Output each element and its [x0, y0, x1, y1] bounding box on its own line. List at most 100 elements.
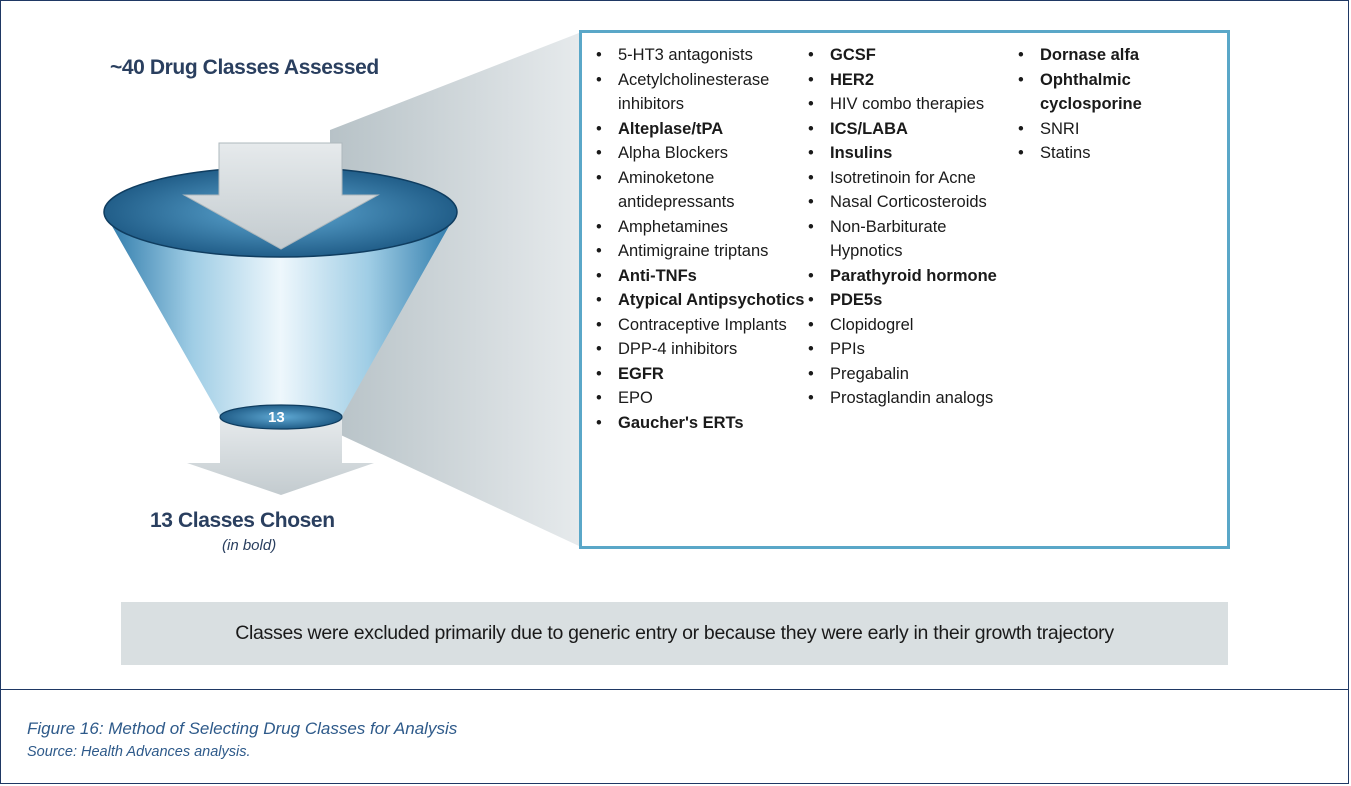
drug-class-label: Non-Barbiturate Hypnotics — [830, 217, 947, 261]
drug-class-item: • Parathyroid hormone — [802, 264, 1017, 289]
bullet-icon: • — [808, 144, 814, 162]
bullet-icon: • — [808, 70, 814, 89]
drug-class-item: • Alpha Blockers — [590, 141, 812, 166]
drug-class-label: Dornase alfa — [1040, 46, 1140, 64]
bullet-icon: • — [596, 364, 602, 383]
bullet-icon: • — [596, 413, 602, 432]
drug-class-item: • PDE5s — [802, 288, 1017, 313]
funnel-cone — [104, 212, 457, 429]
exclusion-note: Classes were excluded primarily due to g… — [121, 602, 1228, 665]
bullet-icon: • — [596, 144, 602, 162]
drug-class-label: Anti-TNFs — [618, 266, 697, 285]
drug-class-item: • Gaucher's ERTs — [590, 411, 812, 436]
bullet-icon: • — [808, 193, 814, 211]
drug-class-label: Prostaglandin analogs — [830, 389, 994, 407]
output-arrow — [187, 418, 374, 495]
chosen-heading: 13 Classes Chosen — [150, 509, 335, 532]
bullet-icon: • — [1018, 144, 1024, 162]
drug-class-item: • Antimigraine triptans — [590, 239, 812, 264]
bullet-icon: • — [596, 291, 602, 309]
drug-class-item: • Anti-TNFs — [590, 264, 812, 289]
drug-class-item: • HIV combo therapies — [802, 92, 1017, 117]
drug-class-item: •Atypical Antipsychotics — [590, 288, 812, 313]
drug-class-item: •Nasal Corticosteroids — [802, 190, 1017, 215]
drug-class-label: HIV combo therapies — [830, 95, 985, 113]
bullet-icon: • — [808, 364, 814, 383]
bullet-icon: • — [596, 242, 602, 260]
drug-class-item: • Isotretinoin for Acne — [802, 166, 1017, 191]
drug-class-list: •5-HT3 antagonists•Acetylcholinesterase … — [579, 30, 1230, 549]
drug-class-label: EPO — [618, 389, 653, 407]
bullet-icon: • — [808, 266, 814, 285]
bullet-icon: • — [808, 315, 814, 334]
drug-class-label: Pregabalin — [830, 364, 909, 383]
bullet-icon: • — [1018, 119, 1024, 138]
drug-class-item: • PPIs — [802, 337, 1017, 362]
drug-class-label: GCSF — [830, 46, 876, 64]
drug-class-item: • Aminoketone antidepressants — [590, 166, 812, 215]
drug-class-label: Aminoketone antidepressants — [618, 168, 735, 212]
drug-class-label: Alteplase/tPA — [618, 119, 724, 138]
drug-class-item: • SNRI — [1012, 117, 1227, 142]
bullet-icon: • — [596, 266, 602, 285]
drug-class-label: SNRI — [1040, 119, 1080, 138]
projection-fan — [330, 33, 579, 546]
drug-class-label: Amphetamines — [618, 217, 729, 236]
bullet-icon: • — [596, 315, 602, 334]
drug-class-item: • Non-Barbiturate Hypnotics — [802, 215, 1017, 264]
drug-class-item: •DPP-4 inhibitors — [590, 337, 812, 362]
drug-class-item: • Statins — [1012, 141, 1227, 166]
drug-class-item: • HER2 — [802, 68, 1017, 93]
drug-class-label: Contraceptive Implants — [618, 315, 787, 334]
figure-caption: Figure 16: Method of Selecting Drug Clas… — [27, 719, 458, 738]
figure-source: Source: Health Advances analysis. — [27, 744, 251, 760]
chosen-note: (in bold) — [222, 537, 277, 554]
bullet-icon: • — [596, 119, 602, 138]
drug-class-item: • Alteplase/tPA — [590, 117, 812, 142]
drug-class-item: • Dornase alfa — [1012, 43, 1227, 68]
drug-class-item: •EGFR — [590, 362, 812, 387]
drug-class-label: Ophthalmic cyclosporine — [1040, 70, 1142, 114]
drug-class-item: • Clopidogrel — [802, 313, 1017, 338]
bullet-icon: • — [808, 168, 814, 187]
caption-divider — [0, 689, 1349, 690]
bullet-icon: • — [808, 217, 814, 236]
bullet-icon: • — [808, 95, 814, 113]
drug-class-item: • Contraceptive Implants — [590, 313, 812, 338]
drug-class-label: Statins — [1040, 144, 1091, 162]
funnel-bottom-rim — [219, 404, 343, 430]
drug-class-label: Clopidogrel — [830, 315, 914, 334]
drug-class-label: Alpha Blockers — [618, 144, 729, 162]
drug-class-label: Gaucher's ERTs — [618, 413, 744, 432]
drug-column-3: • Dornase alfa • Ophthalmic cyclosporine • SN… — [1012, 43, 1227, 166]
bullet-icon: • — [808, 46, 814, 64]
drug-class-label: PPIs — [830, 340, 865, 358]
drug-class-label: Acetylcholinesterase inhibitors — [618, 70, 770, 114]
drug-class-item: • Prostaglandin analogs — [802, 386, 1017, 411]
bullet-icon: • — [808, 340, 814, 358]
drug-class-label: Antimigraine triptans — [618, 242, 769, 260]
bullet-icon: • — [596, 168, 602, 187]
drug-class-label: Parathyroid hormone — [830, 266, 997, 285]
drug-column-1: •5-HT3 antagonists•Acetylcholinesterase … — [590, 43, 812, 435]
bullet-icon: • — [808, 389, 814, 407]
input-arrow — [182, 142, 380, 250]
chosen-count-label: 13 — [268, 409, 285, 426]
bullet-icon: • — [596, 389, 602, 407]
drug-class-label: PDE5s — [830, 291, 883, 309]
drug-class-label: Insulins — [830, 144, 893, 162]
drug-class-item: • Pregabalin — [802, 362, 1017, 387]
bullet-icon: • — [596, 340, 602, 358]
bullet-icon: • — [808, 119, 814, 138]
drug-class-label: Atypical Antipsychotics — [618, 291, 805, 309]
assessed-heading: ~40 Drug Classes Assessed — [110, 56, 379, 79]
bullet-icon: • — [1018, 46, 1024, 64]
bullet-icon: • — [596, 217, 602, 236]
bullet-icon: • — [1018, 70, 1024, 89]
drug-class-label: HER2 — [830, 70, 875, 89]
bullet-icon: • — [808, 291, 814, 309]
drug-class-label: Isotretinoin for Acne — [830, 168, 976, 187]
drug-class-item: • GCSF — [802, 43, 1017, 68]
